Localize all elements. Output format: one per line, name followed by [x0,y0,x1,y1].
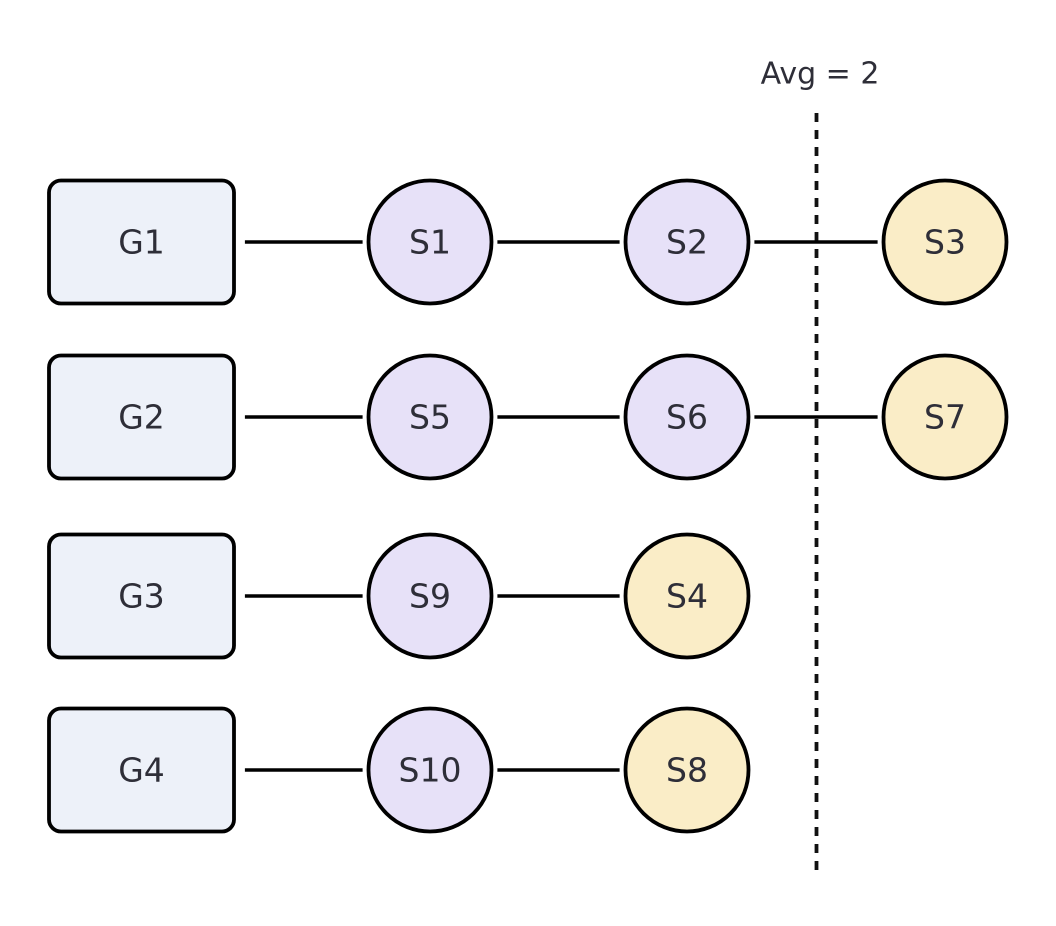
group-node-label: G1 [118,223,165,262]
group-node-label: G2 [118,398,165,437]
group-node-label: G4 [118,751,165,790]
group-node [47,706,236,834]
session-node [623,532,751,660]
session-node-label: S2 [666,223,708,262]
session-node [366,178,494,306]
session-node [623,706,751,834]
session-node-label: S8 [666,751,708,790]
session-node [623,353,751,481]
session-node [366,706,494,834]
session-node-label: S7 [924,398,966,437]
session-node-label: S1 [409,223,451,262]
group-node [47,532,236,660]
session-node [366,532,494,660]
avg-threshold-label: Avg = 2 [761,57,880,92]
session-node-label: S6 [666,398,708,437]
session-node-label: S5 [409,398,451,437]
group-node [47,178,236,306]
session-node [366,353,494,481]
group-node-label: G3 [118,577,165,616]
session-node-label: S10 [399,751,462,790]
session-node-label: S4 [666,577,708,616]
group-node [47,353,236,481]
session-node [881,178,1009,306]
session-node [881,353,1009,481]
session-node-label: S9 [409,577,451,616]
session-node [623,178,751,306]
session-node-label: S3 [924,223,966,262]
